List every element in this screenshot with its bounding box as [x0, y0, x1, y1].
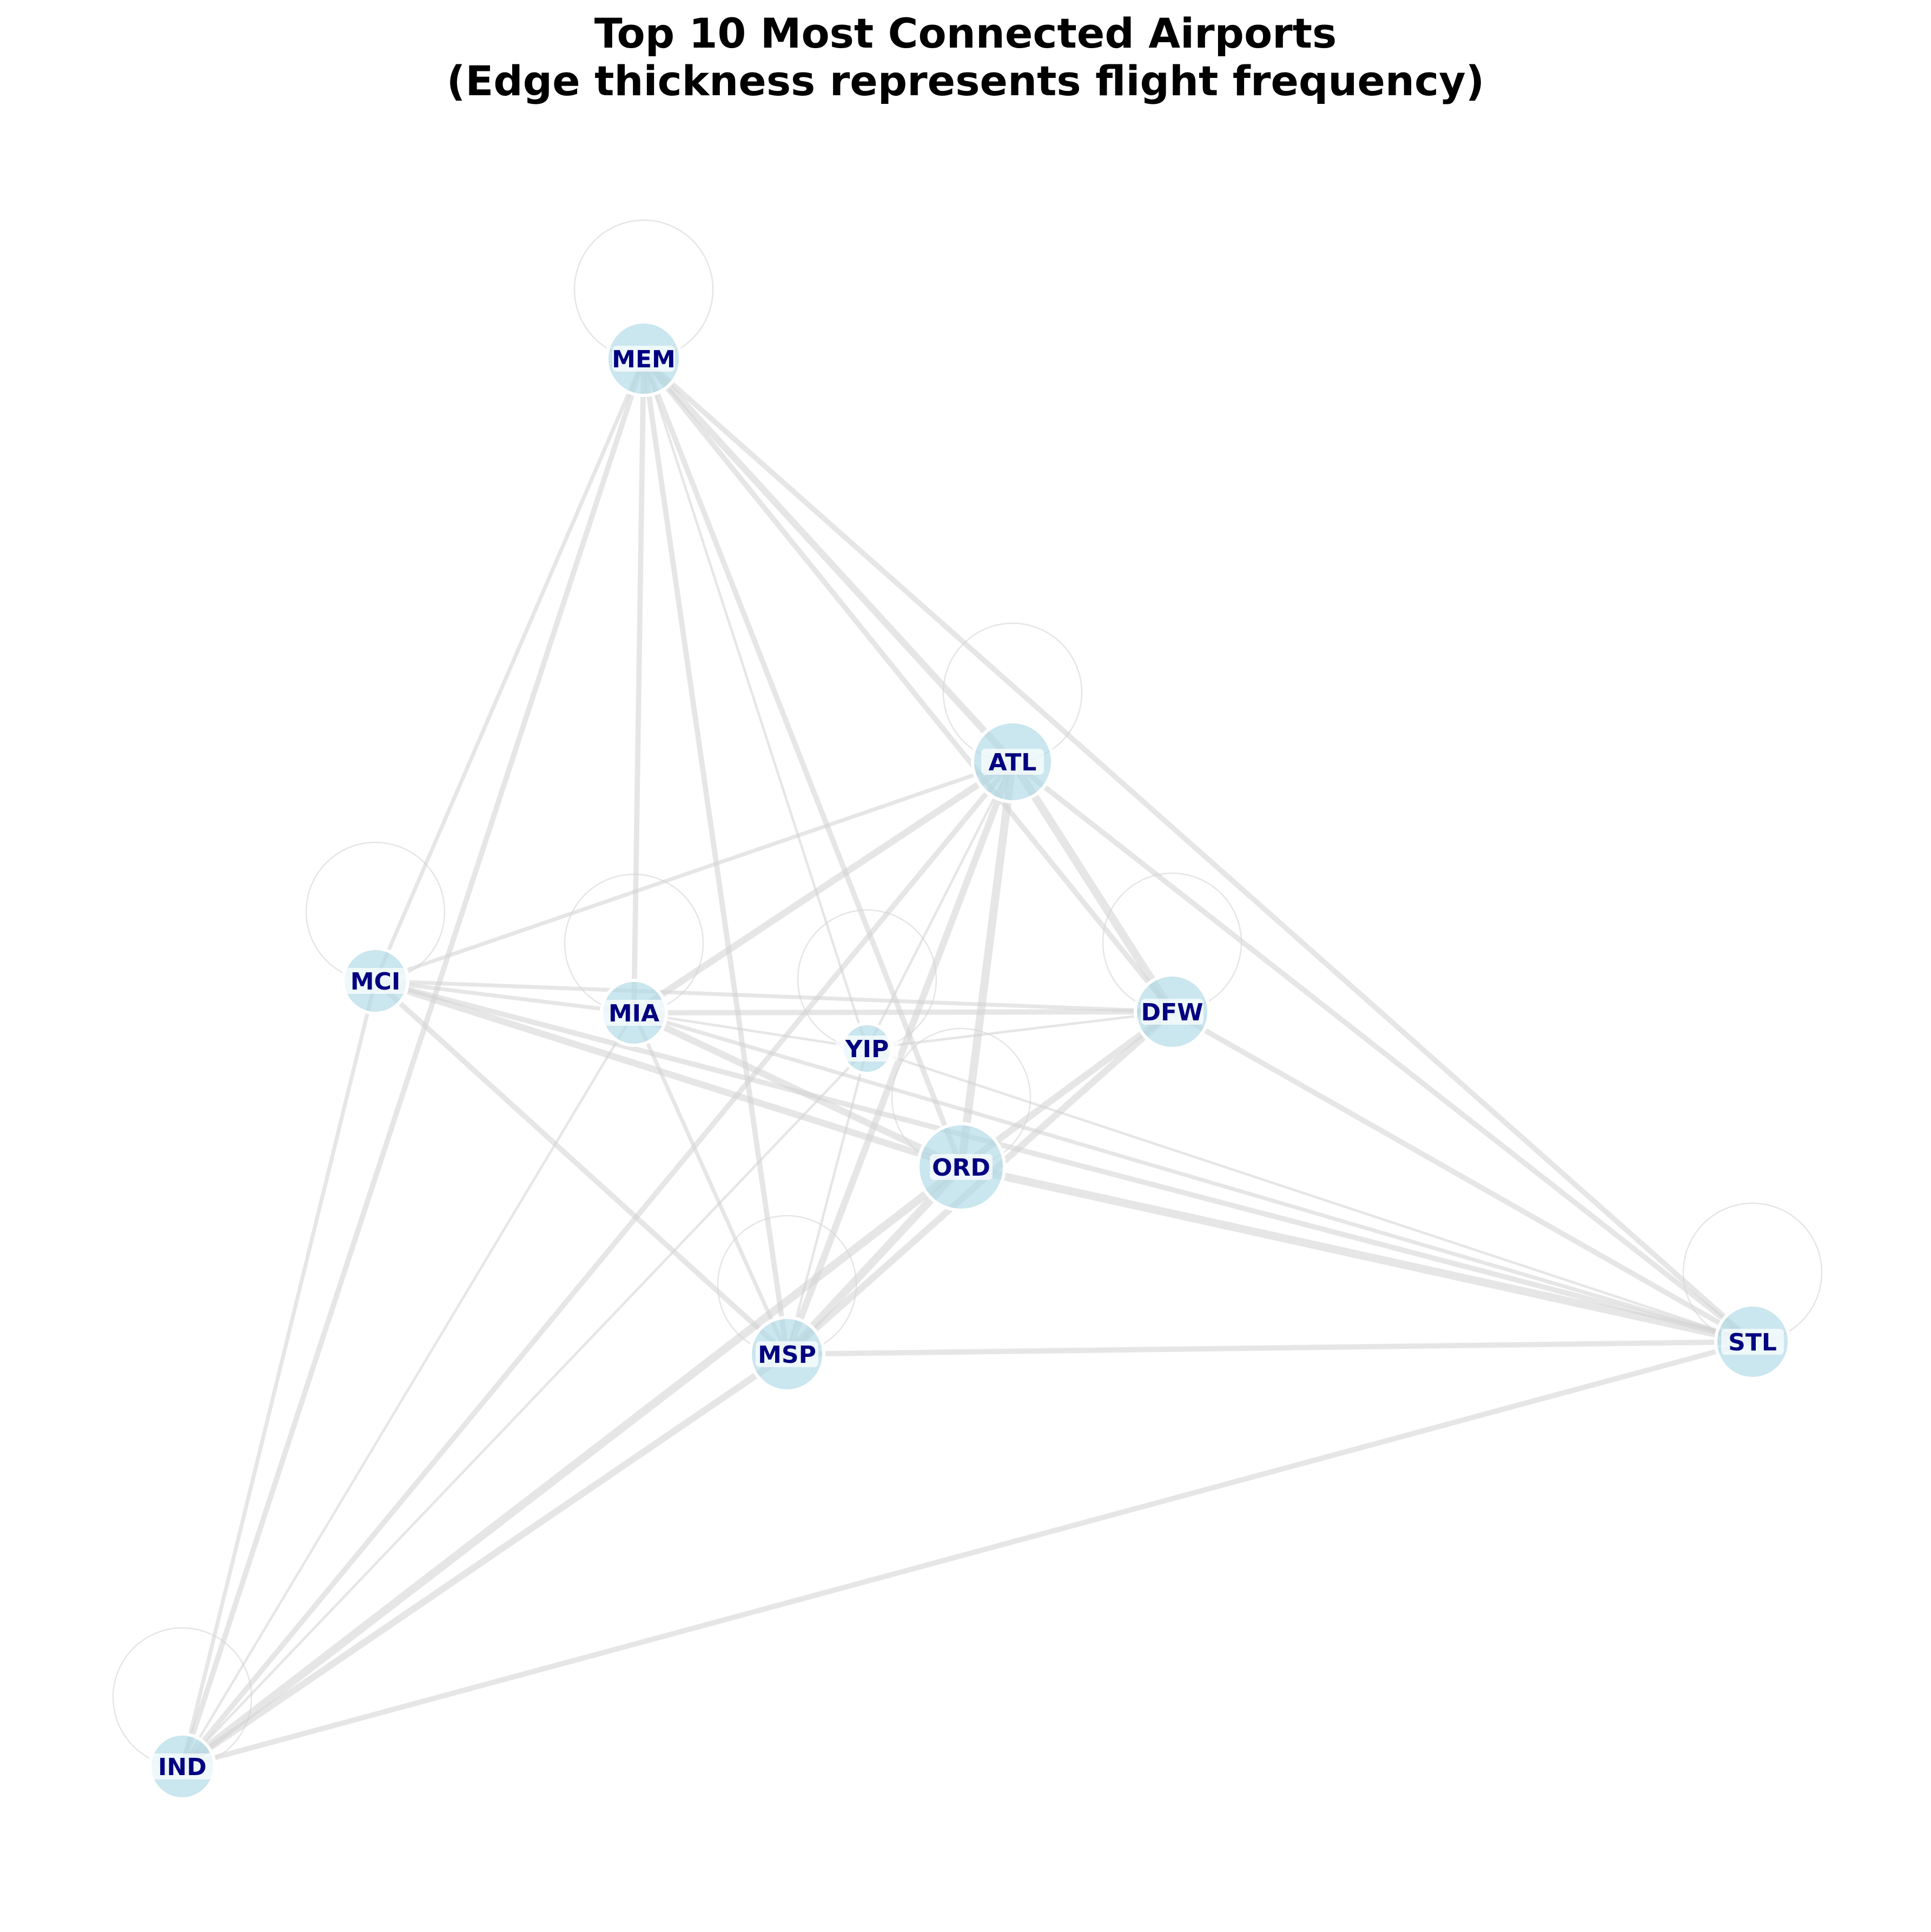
airport-label-background	[151, 1753, 214, 1779]
edge-mia-ind	[181, 1011, 636, 1768]
airport-label: MSP	[758, 1341, 816, 1369]
edge-dfw-stl	[1169, 1009, 1755, 1344]
edge-mem-mci	[373, 357, 646, 983]
airport-label: DFW	[1141, 999, 1203, 1026]
airport-label: MCI	[351, 968, 400, 995]
edge-atl-dfw	[1008, 757, 1176, 1016]
edge-atl-ord	[957, 757, 1017, 1171]
edge-mci-dfw	[373, 979, 1174, 1014]
edge-mem-stl	[641, 356, 1755, 1344]
edge-stl-ind	[180, 1339, 1755, 1769]
airport-label-background	[603, 1000, 665, 1026]
airport-label: MIA	[609, 1000, 659, 1027]
airport-node-mem: MEM	[605, 320, 682, 397]
edge-msp-stl	[784, 1339, 1755, 1357]
edge-yip-msp	[785, 1047, 869, 1356]
edge-mci-stl	[373, 978, 1755, 1344]
airport-label: ORD	[932, 1154, 990, 1182]
edge-atl-ind	[180, 759, 1015, 1769]
edge-mia-ord	[630, 1009, 965, 1171]
airport-label-background	[981, 749, 1044, 775]
airport-node-ord: ORD	[916, 1122, 1006, 1212]
edge-mem-msp	[641, 356, 790, 1357]
airport-label-background	[930, 1154, 993, 1180]
airport-label: IND	[158, 1753, 207, 1781]
edge-mci-msp	[373, 978, 790, 1357]
edge-mia-stl	[632, 1011, 1755, 1344]
edge-mem-ord	[641, 356, 964, 1170]
edge-mem-yip	[642, 357, 869, 1050]
edge-mem-mia	[631, 356, 646, 1016]
edge-atl-mia	[630, 758, 1016, 1017]
edge-atl-msp	[783, 758, 1016, 1358]
edge-yip-dfw	[865, 1010, 1174, 1050]
edge-mci-ind	[180, 979, 378, 1769]
airport-node-dfw: DFW	[1134, 973, 1211, 1050]
airport-label: STL	[1728, 1329, 1777, 1356]
airport-node-mia: MIA	[600, 979, 668, 1047]
chart-title-line-1: Top 10 Most Connected Airports	[594, 9, 1337, 57]
edge-mia-msp	[632, 1011, 789, 1356]
airport-node-mci: MCI	[341, 947, 409, 1015]
airport-node-ind: IND	[148, 1732, 216, 1801]
airport-label-background	[1141, 999, 1203, 1025]
airport-node-stl: STL	[1714, 1303, 1791, 1380]
edge-ord-stl	[957, 1163, 1757, 1346]
airport-label-background	[612, 346, 675, 372]
airport-label: MEM	[612, 346, 676, 373]
airport-node-msp: MSP	[749, 1316, 825, 1393]
edges-layer	[112, 219, 1823, 1771]
airport-node-yip: YIP	[836, 1022, 898, 1075]
airport-label: ATL	[989, 749, 1037, 776]
edge-mia-yip	[632, 1011, 869, 1050]
edge-mci-mia	[373, 979, 636, 1015]
edge-mem-atl	[640, 355, 1016, 766]
edge-yip-ind	[181, 1047, 869, 1768]
edge-mci-ord	[372, 977, 965, 1171]
edge-yip-stl	[865, 1047, 1754, 1343]
edge-mia-dfw	[631, 1009, 1175, 1016]
airport-node-atl: ATL	[971, 720, 1054, 803]
edge-atl-stl	[1010, 759, 1755, 1344]
airport-label-background	[344, 968, 407, 994]
airport-label-background	[1721, 1329, 1784, 1355]
airport-label-background	[756, 1341, 818, 1367]
edge-ord-ind	[178, 1163, 965, 1771]
edge-msp-ind	[178, 1350, 791, 1770]
nodes-layer: MEM ATL MCI MIA YIP DFW ORD MSP STL IND	[148, 320, 1791, 1801]
airport-label: YIP	[845, 1036, 889, 1063]
edge-atl-mci	[373, 760, 1015, 983]
edge-mem-ind	[180, 356, 646, 1769]
chart-title-line-2: (Edge thickness represents flight freque…	[447, 57, 1485, 105]
airport-label-background	[836, 1036, 898, 1061]
edge-mem-dfw	[641, 356, 1175, 1014]
